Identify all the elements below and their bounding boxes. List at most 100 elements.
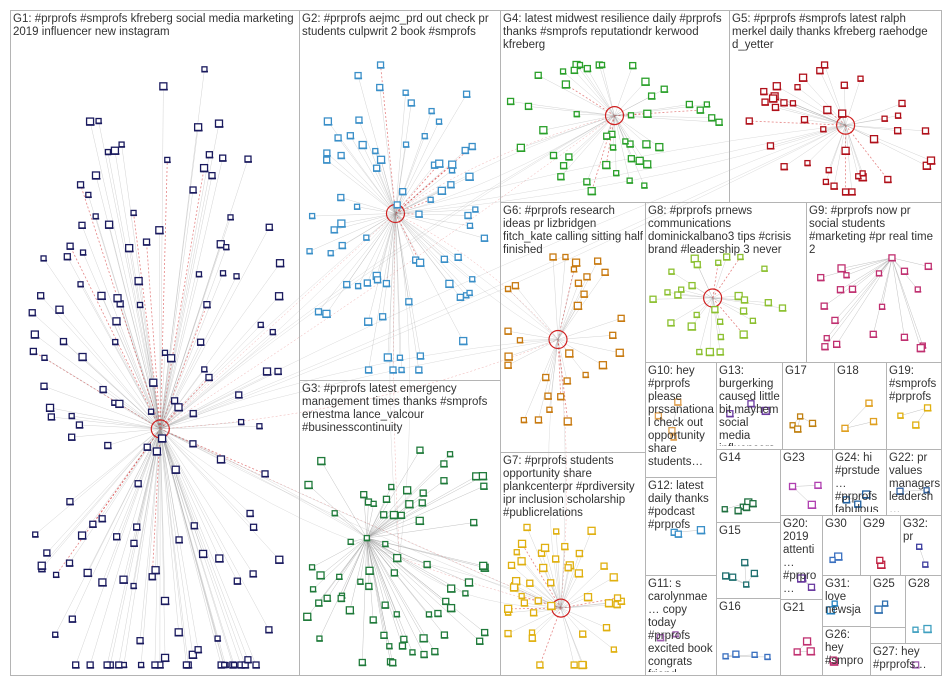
node-underline (455, 259, 463, 261)
node-underline (762, 413, 771, 416)
node-underline (668, 432, 676, 435)
node-underline (823, 112, 832, 115)
node-underline (717, 323, 724, 325)
node-underline (718, 338, 725, 341)
node-avatar (110, 146, 120, 155)
group-label-g12: G12: latest daily thanks #podcast #prpro… (648, 480, 712, 531)
node-avatar (149, 378, 158, 387)
edge (833, 125, 846, 187)
node-underline (898, 105, 906, 108)
node-underline (317, 463, 326, 466)
node-underline (689, 287, 697, 290)
node-underline (807, 653, 816, 656)
edge (555, 531, 562, 609)
group-label-g26: G26: hey #smpro… (825, 629, 864, 672)
node-underline (152, 572, 161, 575)
node-underline (608, 136, 616, 138)
node-underline (416, 265, 425, 267)
node-underline (194, 129, 203, 132)
edge (560, 608, 575, 666)
edge (309, 213, 396, 252)
group-label-g24: G24: hi #prstude… #prprofs fabulous… (835, 452, 880, 512)
node-underline (827, 612, 836, 615)
edge (326, 152, 396, 214)
node-underline (105, 227, 114, 229)
edge (160, 227, 270, 430)
node-underline (256, 427, 263, 430)
group-label-g30: G30 (825, 518, 847, 530)
node-underline (529, 640, 537, 642)
node-underline (855, 177, 862, 180)
edge (139, 428, 161, 641)
node-underline (237, 667, 245, 669)
edge (319, 537, 368, 639)
node-underline (459, 343, 468, 346)
node-underline (809, 425, 817, 427)
node-underline (38, 568, 47, 570)
node-underline (447, 186, 455, 189)
node-underline (390, 517, 399, 520)
node-underline (355, 77, 363, 80)
node-underline (247, 515, 255, 518)
node-underline (636, 163, 645, 165)
edge (349, 538, 368, 611)
edge (362, 538, 368, 663)
node-underline (917, 350, 926, 353)
node-underline (52, 636, 59, 638)
node-underline (794, 431, 802, 433)
node-underline (156, 667, 164, 669)
node-underline (125, 250, 134, 253)
edge (366, 486, 484, 539)
edge (160, 189, 194, 429)
node-avatar (517, 539, 527, 549)
edge (366, 514, 384, 539)
node-underline (434, 615, 442, 618)
edge (367, 213, 396, 284)
node-avatar (383, 353, 392, 362)
edge (159, 407, 179, 430)
node-underline (723, 259, 731, 261)
node-underline (309, 568, 316, 571)
node-underline (760, 93, 768, 96)
node-underline (743, 509, 751, 512)
node-underline (643, 116, 652, 118)
node-underline (804, 164, 811, 167)
node-avatar (587, 526, 596, 535)
node-underline (578, 667, 587, 670)
node-underline (153, 453, 162, 456)
edge (395, 213, 401, 358)
node-avatar (37, 561, 46, 570)
edge (366, 538, 403, 647)
node-underline (618, 603, 626, 605)
node-underline (338, 157, 346, 160)
node-underline (409, 653, 416, 656)
node-underline (55, 312, 64, 314)
node-underline (518, 546, 527, 548)
node-underline (876, 562, 884, 564)
node-underline (403, 94, 410, 96)
node-underline (53, 576, 60, 579)
edge (160, 428, 226, 666)
node-underline (912, 427, 920, 429)
node-underline (609, 337, 617, 339)
node-underline (610, 579, 619, 582)
node-underline (927, 163, 936, 165)
edge (102, 389, 161, 430)
edge (160, 428, 225, 666)
group-label-g3: G3: #prprofs latest emergency management… (302, 383, 491, 434)
edge (824, 257, 893, 307)
node-underline (359, 147, 368, 150)
node-underline (158, 440, 167, 443)
node-avatar (159, 82, 168, 91)
inter-group-edge (395, 125, 846, 214)
node-underline (547, 608, 556, 611)
node-underline (884, 181, 892, 184)
edge (366, 213, 396, 238)
edge (69, 246, 161, 430)
node-underline (438, 193, 447, 195)
node-underline (523, 529, 531, 532)
node-underline (562, 258, 569, 261)
node-underline (38, 570, 46, 573)
node-underline (841, 430, 849, 432)
node-underline (189, 657, 198, 659)
